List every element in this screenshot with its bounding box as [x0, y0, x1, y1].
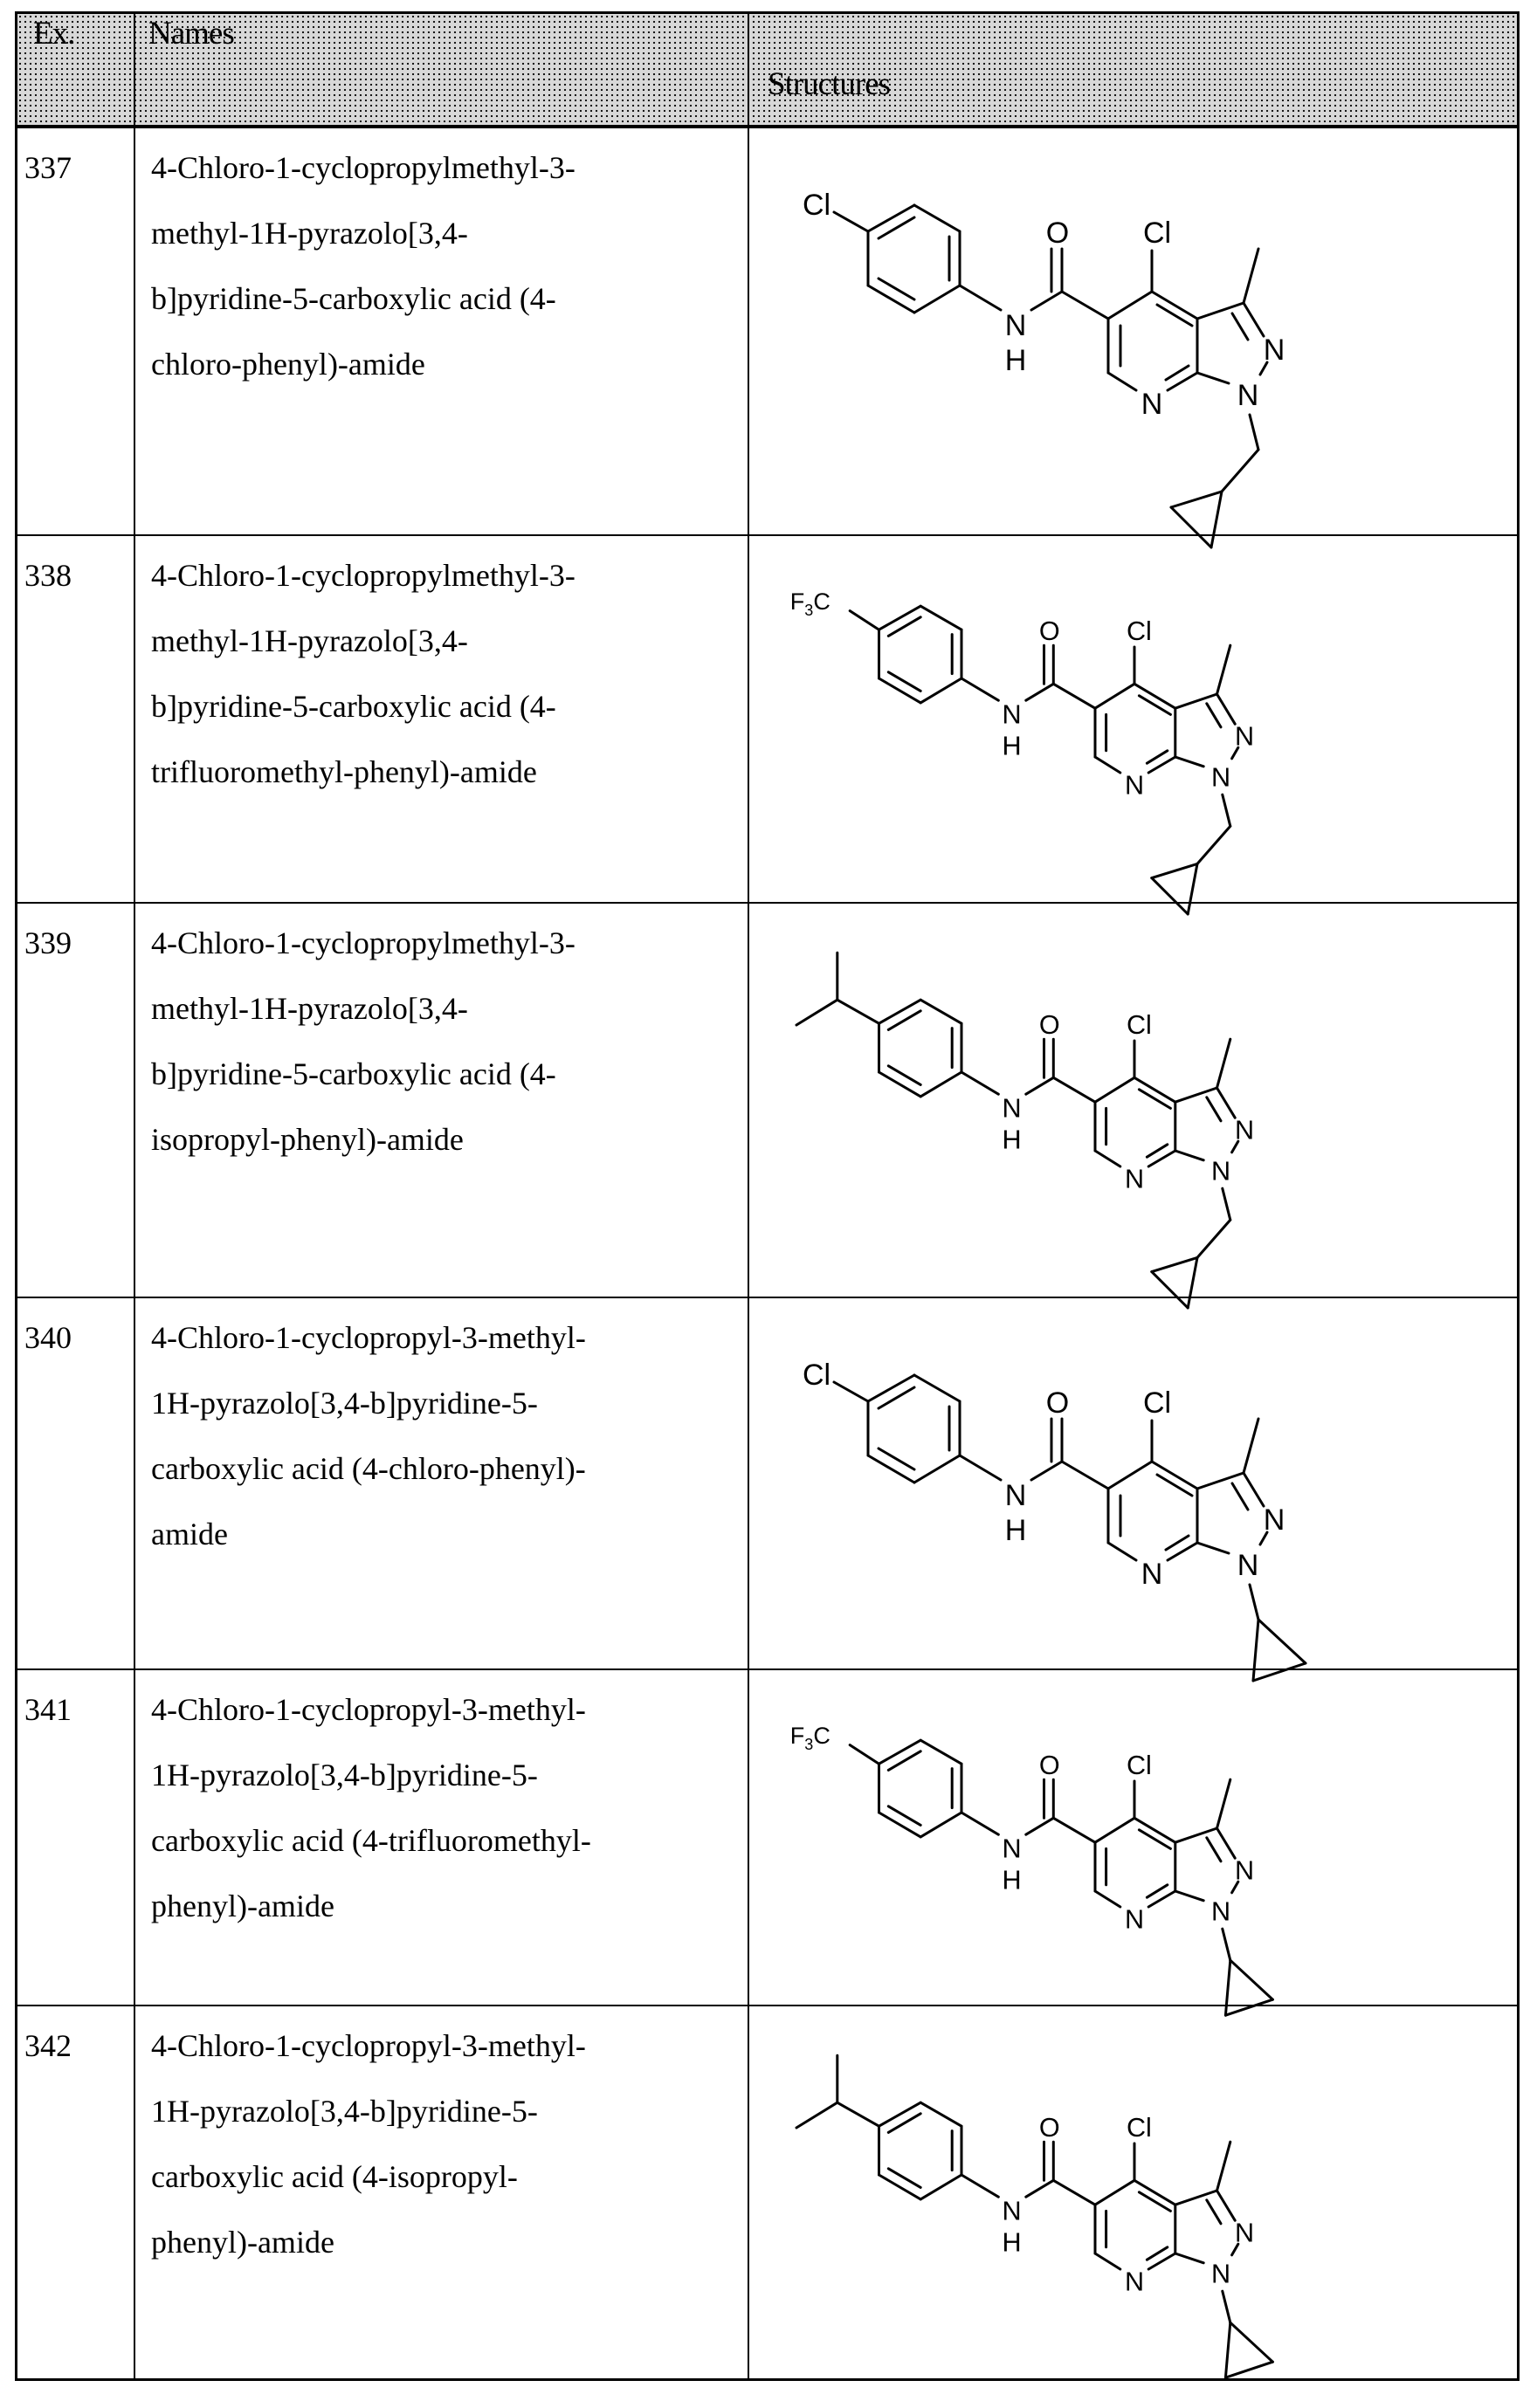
compound-name: 4-Chloro-1-cyclopropylmethyl-3- methyl-1… — [151, 558, 575, 789]
methyl-bond — [1216, 1037, 1232, 1090]
chloro-substituent-label: Cl — [1127, 1751, 1152, 1780]
carbonyl-oxygen-label: O — [1039, 1010, 1060, 1040]
amide-hydrogen-label: H — [1003, 1865, 1022, 1895]
amide-nitrogen-label: N — [1003, 1834, 1022, 1863]
amide-hydrogen-label: H — [1005, 1514, 1027, 1547]
example-number: 339 — [24, 925, 72, 960]
chloro-substituent-label: Cl — [1143, 1386, 1171, 1420]
example-number: 342 — [24, 2028, 72, 2063]
header-structures: Structures — [768, 66, 891, 102]
pyridine-nitrogen-label: N — [1125, 1164, 1144, 1194]
table-row: 339 4-Chloro-1-cyclopropylmethyl-3- methy… — [17, 902, 1520, 1310]
methyl-bond — [1242, 1417, 1260, 1475]
pyrazole-n2-label: N — [1235, 1116, 1254, 1146]
chloro-substituent-label: Cl — [1143, 217, 1171, 250]
table-header: Ex. Names Structures — [17, 14, 1517, 128]
amide-hydrogen-label: H — [1003, 1125, 1022, 1154]
table-row: 338 4-Chloro-1-cyclopropylmethyl-3- methy… — [17, 534, 1520, 916]
amide-nitrogen-label: N — [1003, 2196, 1022, 2226]
isopropyl-bond — [836, 998, 880, 1025]
trifluoromethyl-label: F3C — [790, 588, 830, 619]
methyl-bond — [1242, 247, 1260, 305]
pyridine-nitrogen-label: N — [1141, 1558, 1163, 1591]
amide-hydrogen-label: H — [1005, 344, 1027, 377]
amide-hydrogen-label: H — [1003, 2227, 1022, 2257]
compound-name: 4-Chloro-1-cyclopropyl-3-methyl- 1H-pyra… — [151, 1320, 586, 1551]
amide-nitrogen-label: N — [1005, 309, 1027, 342]
compound-name: 4-Chloro-1-cyclopropyl-3-methyl- 1H-pyra… — [151, 1692, 591, 1923]
chlorine-label: Cl — [803, 189, 830, 222]
carbonyl-oxygen-label: O — [1046, 1386, 1069, 1420]
table-row: 337 4-Chloro-1-cyclopropylmethyl-3- methy… — [17, 128, 1520, 549]
pyrazole-n2-label: N — [1264, 1503, 1285, 1537]
amide-nitrogen-label: N — [1003, 1093, 1022, 1123]
table-row: 342 4-Chloro-1-cyclopropyl-3-methyl- 1H-p… — [17, 2005, 1520, 2379]
compound-name: 4-Chloro-1-cyclopropyl-3-methyl- 1H-pyra… — [151, 2028, 586, 2260]
carbonyl-oxygen-label: O — [1046, 217, 1069, 250]
example-number: 341 — [24, 1692, 72, 1727]
pyrazole-n2-label: N — [1264, 334, 1285, 367]
chloro-substituent-label: Cl — [1127, 616, 1152, 646]
chlorine-label: Cl — [803, 1359, 830, 1392]
methyl-bond — [1216, 643, 1232, 696]
pyrazole-n1-label: N — [1211, 2259, 1230, 2288]
pyrazole-n2-label: N — [1235, 2219, 1254, 2248]
compound-name: 4-Chloro-1-cyclopropylmethyl-3- methyl-1… — [151, 925, 575, 1157]
isopropyl-methyl-left — [795, 2101, 839, 2129]
pyrazole-n2-label: N — [1235, 722, 1254, 752]
methyl-bond — [1216, 1778, 1232, 1830]
pyrazole-n1-label: N — [1211, 1896, 1230, 1926]
compound-name: 4-Chloro-1-cyclopropylmethyl-3- methyl-1… — [151, 150, 575, 382]
pyridine-nitrogen-label: N — [1141, 388, 1163, 421]
example-number: 338 — [24, 558, 72, 593]
pyrazole-n1-label: N — [1237, 1549, 1259, 1582]
table-row: 340 4-Chloro-1-cyclopropyl-3-methyl- 1H-p… — [17, 1297, 1520, 1682]
pyrazole-n2-label: N — [1235, 1856, 1254, 1886]
amide-nitrogen-label: N — [1005, 1479, 1027, 1512]
carbonyl-oxygen-label: O — [1039, 2113, 1060, 2143]
methyl-bond — [1216, 2140, 1232, 2192]
pyrazole-n1-label: N — [1237, 379, 1259, 412]
example-number: 337 — [24, 150, 72, 185]
header-ex: Ex. — [33, 16, 75, 52]
pyridine-nitrogen-label: N — [1125, 770, 1144, 800]
compound-table: Ex. Names Structures 337 4-Chloro-1-cyclo… — [15, 11, 1520, 2381]
pyrazole-n1-label: N — [1211, 762, 1230, 792]
trifluoromethyl-label: F3C — [790, 1723, 830, 1753]
column-divider-ex — [134, 14, 135, 2378]
chloro-substituent-label: Cl — [1127, 2113, 1152, 2143]
carbonyl-oxygen-label: O — [1039, 616, 1060, 646]
isopropyl-methyl-left — [795, 998, 839, 1027]
chloro-substituent-label: Cl — [1127, 1010, 1152, 1040]
column-divider-names — [748, 14, 749, 2378]
header-names: Names — [148, 16, 235, 52]
table-row: 341 4-Chloro-1-cyclopropyl-3-methyl- 1H-p… — [17, 1668, 1520, 2017]
pyridine-nitrogen-label: N — [1125, 2267, 1144, 2296]
carbonyl-oxygen-label: O — [1039, 1751, 1060, 1780]
example-number: 340 — [24, 1320, 72, 1355]
pyrazole-n1-label: N — [1211, 1156, 1230, 1186]
amide-nitrogen-label: N — [1003, 699, 1022, 729]
pyridine-nitrogen-label: N — [1125, 1904, 1144, 1934]
amide-hydrogen-label: H — [1003, 731, 1022, 760]
isopropyl-bond — [836, 2101, 880, 2128]
